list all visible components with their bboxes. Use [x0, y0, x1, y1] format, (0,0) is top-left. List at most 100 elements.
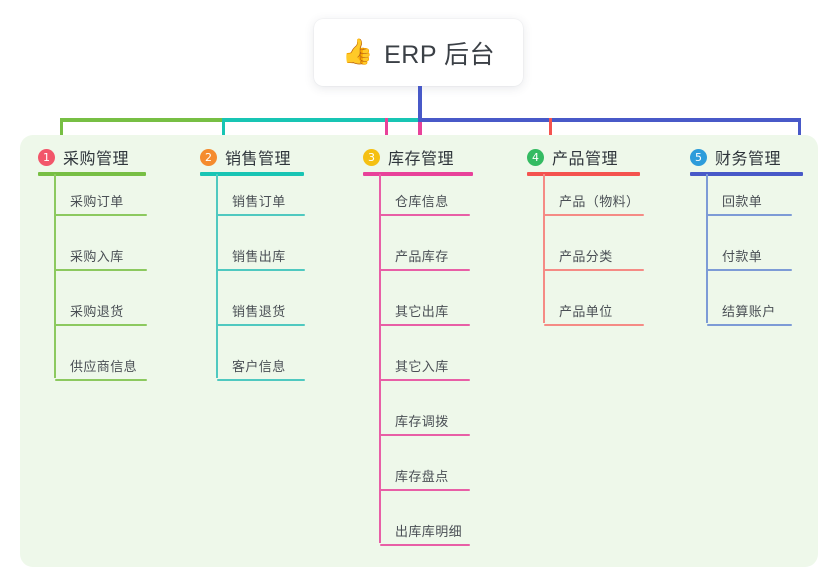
- branch-item-underline: [380, 324, 470, 326]
- branch-item-label: 回款单: [722, 194, 763, 209]
- branch-item[interactable]: 供应商信息: [55, 356, 147, 381]
- thumbs-up-icon: 👍: [341, 38, 374, 66]
- branch-spine: [543, 174, 545, 323]
- bus-segment-blue: [418, 118, 800, 122]
- branch-item-label: 销售出库: [232, 249, 286, 264]
- branch-item[interactable]: 采购入库: [55, 246, 147, 271]
- branch-item-underline: [55, 324, 147, 326]
- drop-to-branch-4: [549, 118, 552, 150]
- branch-item-underline: [380, 434, 470, 436]
- branch-item-label: 库存盘点: [395, 469, 449, 484]
- branch-item-label: 库存调拨: [395, 414, 449, 429]
- branch-item-label: 采购订单: [70, 194, 124, 209]
- branch-item[interactable]: 库存盘点: [380, 466, 470, 491]
- branch-item[interactable]: 客户信息: [217, 356, 305, 381]
- bus-right-corner: [798, 118, 801, 150]
- branch-item[interactable]: 其它入库: [380, 356, 470, 381]
- branch-header-4[interactable]: 4 产品管理: [527, 145, 618, 169]
- branch-item-label: 出库库明细: [395, 524, 463, 539]
- branch-title: 销售管理: [225, 151, 292, 168]
- branch-item-underline: [217, 379, 305, 381]
- branch-spine: [54, 174, 56, 378]
- branch-item-label: 产品库存: [395, 249, 449, 264]
- branch-title: 采购管理: [63, 151, 130, 168]
- branch-item[interactable]: 其它出库: [380, 301, 470, 326]
- branch-number-badge: 5: [690, 148, 707, 166]
- branch-header-underline: [38, 172, 146, 176]
- branch-number-badge: 4: [527, 148, 544, 166]
- branch-spine: [706, 174, 708, 323]
- branch-number-badge: 2: [200, 148, 217, 166]
- branch-item[interactable]: 销售出库: [217, 246, 305, 271]
- branch-item-underline: [380, 214, 470, 216]
- bus-segment-teal: [224, 118, 420, 122]
- branch-spine: [379, 174, 381, 543]
- branch-item-underline: [544, 269, 644, 271]
- branch-header-1[interactable]: 1 采购管理: [38, 145, 129, 169]
- branches-panel: [20, 135, 818, 567]
- branch-item[interactable]: 产品分类: [544, 246, 644, 271]
- branch-number-badge: 3: [363, 148, 380, 166]
- branch-item-underline: [380, 379, 470, 381]
- branch-item[interactable]: 产品库存: [380, 246, 470, 271]
- branch-title: 财务管理: [715, 151, 782, 168]
- branch-item-underline: [380, 489, 470, 491]
- branch-item-underline: [217, 269, 305, 271]
- branch-item-label: 仓库信息: [395, 194, 449, 209]
- branch-item-label: 销售退货: [232, 304, 286, 319]
- branch-header-underline: [200, 172, 304, 176]
- branch-item-label: 采购退货: [70, 304, 124, 319]
- drop-to-branch-1: [60, 118, 63, 150]
- branch-item-underline: [55, 269, 147, 271]
- branch-item[interactable]: 采购订单: [55, 191, 147, 216]
- branch-item-label: 付款单: [722, 249, 763, 264]
- branch-item-label: 产品单位: [559, 304, 613, 319]
- branch-item[interactable]: 产品单位: [544, 301, 644, 326]
- root-stem-upper: [418, 86, 422, 122]
- branch-item-label: 采购入库: [70, 249, 124, 264]
- branch-item-label: 产品分类: [559, 249, 613, 264]
- branch-header-5[interactable]: 5 财务管理: [690, 145, 781, 169]
- branch-item[interactable]: 销售订单: [217, 191, 305, 216]
- branch-item[interactable]: 仓库信息: [380, 191, 470, 216]
- branch-number-badge: 1: [38, 148, 55, 166]
- branch-item[interactable]: 产品（物料）: [544, 191, 644, 216]
- branch-item[interactable]: 回款单: [707, 191, 792, 216]
- branch-spine: [216, 174, 218, 378]
- branch-item-underline: [55, 214, 147, 216]
- branch-item-label: 客户信息: [232, 359, 286, 374]
- drop-to-branch-2: [222, 118, 225, 150]
- branch-item-underline: [217, 324, 305, 326]
- branch-item-label: 其它出库: [395, 304, 449, 319]
- bus-segment-green: [60, 118, 224, 122]
- branch-item-label: 其它入库: [395, 359, 449, 374]
- branch-item-underline: [707, 214, 792, 216]
- branch-item-underline: [544, 214, 644, 216]
- branch-item[interactable]: 结算账户: [707, 301, 792, 326]
- branch-item-label: 产品（物料）: [559, 194, 640, 209]
- branch-header-underline: [363, 172, 473, 176]
- branch-header-2[interactable]: 2 销售管理: [200, 145, 291, 169]
- branch-item[interactable]: 付款单: [707, 246, 792, 271]
- drop-to-branch-3: [385, 118, 388, 150]
- branch-title: 产品管理: [552, 151, 619, 168]
- branch-item-underline: [217, 214, 305, 216]
- root-node-title: ERP 后台: [384, 40, 496, 69]
- branch-item[interactable]: 库存调拨: [380, 411, 470, 436]
- root-node-card[interactable]: 👍 ERP 后台: [314, 19, 523, 86]
- branch-item-underline: [380, 269, 470, 271]
- branch-item-label: 销售订单: [232, 194, 286, 209]
- branch-item-label: 供应商信息: [70, 359, 138, 374]
- branch-item-underline: [707, 324, 792, 326]
- branch-item-underline: [544, 324, 644, 326]
- branch-item[interactable]: 销售退货: [217, 301, 305, 326]
- branch-header-underline: [527, 172, 640, 176]
- branch-item-label: 结算账户: [722, 304, 776, 319]
- branch-item-underline: [55, 379, 147, 381]
- branch-item[interactable]: 采购退货: [55, 301, 147, 326]
- branch-item-underline: [380, 544, 470, 546]
- branch-header-underline: [690, 172, 803, 176]
- branch-item[interactable]: 出库库明细: [380, 521, 470, 546]
